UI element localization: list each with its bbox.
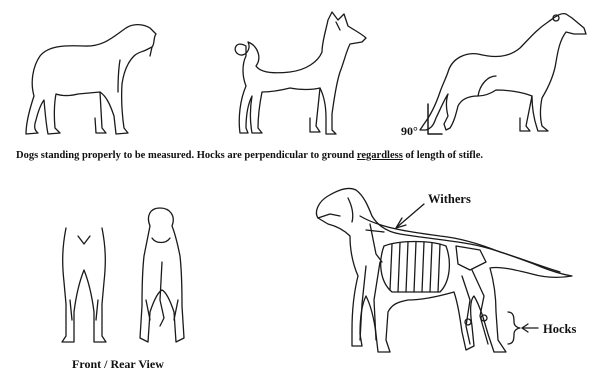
caption-text-end: of length of stifle. bbox=[403, 150, 483, 161]
sighthound-silhouette bbox=[420, 14, 586, 131]
hocks-label: Hocks bbox=[543, 322, 576, 337]
figure-caption: Dogs standing properly to be measured. H… bbox=[16, 150, 483, 161]
hocks-bracket bbox=[508, 312, 538, 344]
caption-emphasis: regardless bbox=[357, 150, 403, 161]
view-label: Front / Rear View bbox=[72, 357, 164, 372]
withers-arrow bbox=[396, 204, 424, 228]
caption-text-start: Dogs standing properly to be measured. H… bbox=[16, 150, 357, 161]
front-view-legs bbox=[62, 228, 106, 342]
rear-view-legs bbox=[140, 208, 184, 342]
withers-label: Withers bbox=[428, 192, 471, 207]
terrier-silhouette bbox=[26, 25, 156, 134]
spitz-silhouette bbox=[235, 12, 366, 134]
angle-label: 90° bbox=[401, 124, 418, 139]
